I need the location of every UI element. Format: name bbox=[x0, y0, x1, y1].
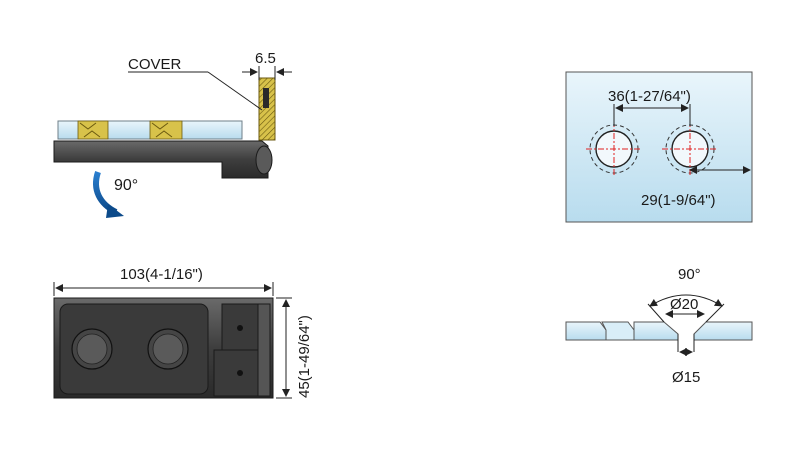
glass-strip-left bbox=[565, 321, 607, 341]
length-label: 103(4-1/16") bbox=[120, 266, 203, 283]
thickness-label: 6.5 bbox=[255, 50, 276, 67]
screw-upper bbox=[237, 325, 243, 331]
countersink-angle-label: 90° bbox=[678, 266, 701, 283]
screw-lower bbox=[237, 370, 243, 376]
gasket-right bbox=[149, 120, 183, 140]
cover-label: COVER bbox=[128, 56, 182, 73]
countersink-diameter-label: Ø20 bbox=[670, 296, 698, 313]
hinge-knuckle bbox=[255, 145, 273, 175]
hinge-body bbox=[53, 140, 269, 179]
front-view: 103(4-1/16") 45(1-49/64") bbox=[53, 266, 313, 399]
rotation-label: 90° bbox=[114, 177, 138, 194]
edge-distance-label: 29(1-9/64") bbox=[641, 192, 716, 209]
countersink-section: 90° Ø20 Ø15 bbox=[565, 266, 753, 386]
hole-diameter-label: Ø15 bbox=[672, 369, 700, 386]
curved-arrow-icon bbox=[93, 171, 118, 215]
bolt-left bbox=[71, 328, 113, 370]
hole-left bbox=[586, 121, 642, 177]
bolt-right bbox=[147, 328, 189, 370]
cover-leader bbox=[207, 71, 263, 111]
hole-spacing-label: 36(1-27/64") bbox=[608, 88, 691, 105]
height-label: 45(1-49/64") bbox=[296, 315, 313, 398]
hinge-leaf-lower bbox=[213, 349, 259, 397]
glass-strip-right bbox=[693, 321, 753, 341]
side-view: COVER 6.5 90° bbox=[53, 50, 292, 218]
gasket-left bbox=[77, 120, 109, 140]
glass-hole-layout: 36(1-27/64") 29(1-9/64") bbox=[565, 71, 753, 223]
clamp-plate bbox=[59, 303, 209, 395]
cover-plate bbox=[263, 88, 269, 108]
